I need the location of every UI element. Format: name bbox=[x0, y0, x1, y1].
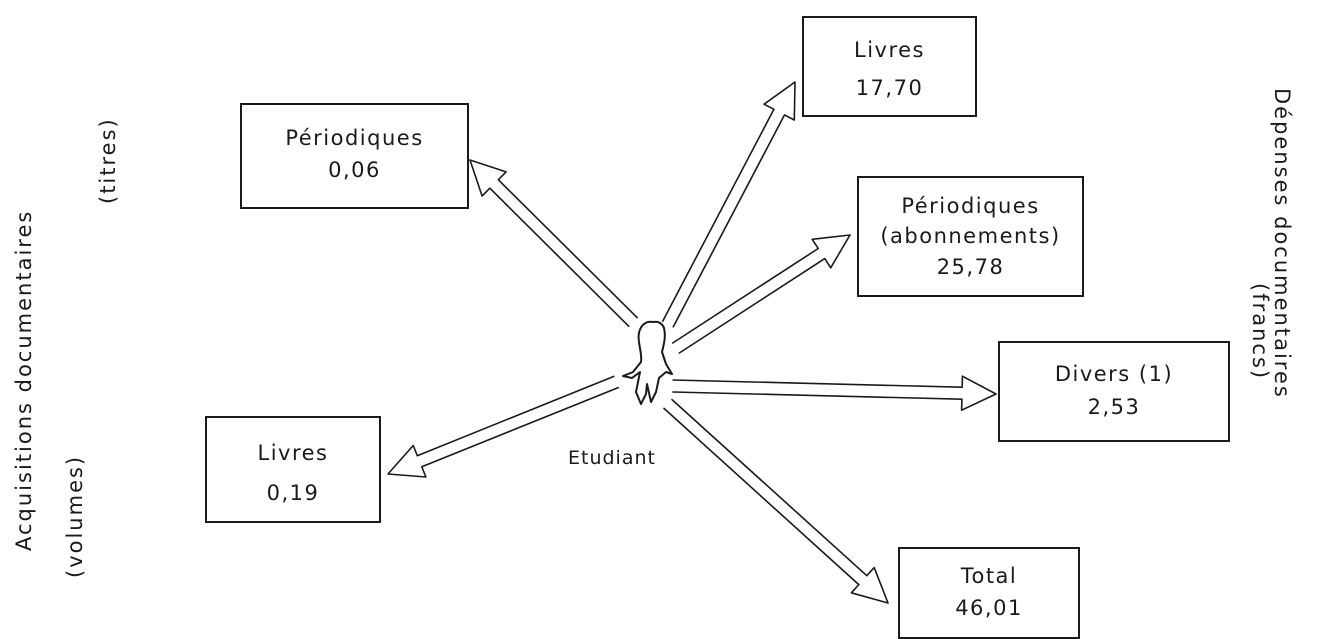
acquisitions-periodiques-value: 0,06 bbox=[328, 157, 381, 182]
acquisitions-group-label: Acquisitions documentaires bbox=[12, 209, 36, 551]
depenses-periodiques-subname: (abonnements) bbox=[880, 224, 1061, 249]
depenses-unit-label: (francs) bbox=[1248, 283, 1272, 381]
depenses-total-label: Total bbox=[960, 564, 1018, 588]
depenses-divers-box: Divers (1) 2,53 bbox=[998, 341, 1230, 442]
acquisitions-upper-unit-label: (titres) bbox=[96, 117, 120, 204]
acquisitions-periodiques-label: Périodiques bbox=[285, 126, 424, 150]
arrow-to-acquisitions-livres bbox=[387, 375, 619, 478]
arrow-to-depenses-periodiques bbox=[671, 234, 851, 354]
depenses-livres-box: Livres 17,70 bbox=[802, 16, 977, 117]
acquisitions-livres-label: Livres bbox=[257, 441, 329, 465]
depenses-livres-value: 17,70 bbox=[855, 75, 924, 100]
depenses-periodiques-label: Périodiques bbox=[901, 194, 1040, 218]
arrow-to-acquisitions-periodiques bbox=[469, 159, 638, 328]
arrow-to-depenses-divers bbox=[672, 375, 997, 411]
arrow-to-depenses-total bbox=[663, 398, 889, 604]
depenses-total-box: Total 46,01 bbox=[898, 547, 1080, 639]
acquisitions-livres-value: 0,19 bbox=[266, 480, 320, 505]
student-label: Etudiant bbox=[568, 447, 656, 469]
depenses-divers-label: Divers (1) bbox=[1054, 362, 1174, 386]
depenses-periodiques-box: Périodiques (abonnements) 25,78 bbox=[857, 176, 1084, 297]
student-figure bbox=[622, 320, 673, 405]
acquisitions-periodiques-box: Périodiques 0,06 bbox=[240, 103, 469, 209]
arrow-to-depenses-livres bbox=[661, 81, 796, 328]
depenses-total-value: 46,01 bbox=[955, 595, 1023, 620]
acquisitions-livres-box: Livres 0,19 bbox=[205, 416, 381, 523]
acquisitions-lower-unit-label: (volumes) bbox=[63, 454, 87, 578]
depenses-divers-value: 2,53 bbox=[1087, 394, 1141, 419]
depenses-livres-label: Livres bbox=[854, 38, 925, 62]
depenses-periodiques-value: 25,78 bbox=[936, 254, 1005, 279]
